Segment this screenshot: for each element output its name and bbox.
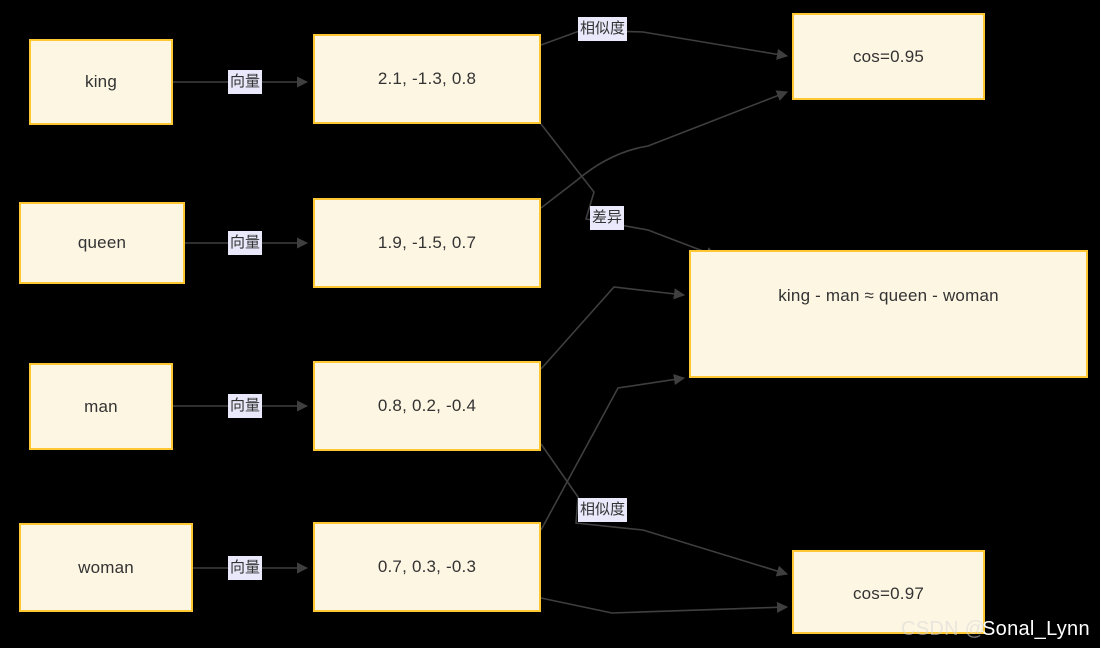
node-label: cos=0.97: [852, 584, 925, 603]
watermark-csdn: CSDN @: [901, 618, 986, 640]
node-label: king - man ≈ queen - woman: [778, 286, 999, 305]
node-vector-woman[interactable]: 0.7, 0.3, -0.3: [313, 522, 541, 612]
node-word-man[interactable]: man: [29, 363, 173, 450]
edge-label-similarity-bottom: 相似度: [578, 498, 628, 522]
edge-vecwoman-to-cos-bottom: [540, 597, 789, 614]
watermark-author: Sonal_Lynn: [982, 618, 1090, 640]
node-label: king: [85, 72, 117, 91]
node-label: queen: [77, 233, 127, 252]
node-vector-king[interactable]: 2.1, -1.3, 0.8: [313, 34, 541, 124]
node-result-cos-bottom[interactable]: cos=0.97: [792, 550, 985, 634]
node-label: man: [84, 396, 118, 416]
edge-label-vector-queen: 向量: [228, 231, 263, 255]
node-word-woman[interactable]: woman: [19, 523, 193, 612]
edge-label-vector-king: 向量: [228, 70, 263, 94]
edge-label-difference: 差异: [590, 206, 625, 230]
edge-vecqueen-to-cos-top: [540, 90, 789, 209]
node-label: 1.9, -1.5, 0.7: [377, 233, 477, 252]
edge-label-vector-man: 向量: [228, 394, 263, 418]
edge-label-vector-woman: 向量: [228, 556, 263, 580]
node-label: 0.8, 0.2, -0.4: [377, 396, 477, 415]
node-label: woman: [78, 557, 134, 577]
node-result-analogy[interactable]: king - man ≈ queen - woman: [689, 250, 1088, 378]
node-vector-man[interactable]: 0.8, 0.2, -0.4: [313, 361, 541, 451]
node-word-queen[interactable]: queen: [19, 202, 185, 284]
node-label: 2.1, -1.3, 0.8: [377, 69, 477, 88]
node-word-king[interactable]: king: [29, 39, 173, 125]
edge-label-similarity-top: 相似度: [578, 17, 628, 41]
edge-vecman-to-analogy: [540, 286, 686, 370]
node-vector-queen[interactable]: 1.9, -1.5, 0.7: [313, 198, 541, 288]
node-label: 0.7, 0.3, -0.3: [377, 557, 477, 576]
edge-veckking-to-analogy: [540, 123, 718, 258]
node-label: cos=0.95: [852, 47, 925, 66]
node-result-cos-top[interactable]: cos=0.95: [792, 13, 985, 100]
